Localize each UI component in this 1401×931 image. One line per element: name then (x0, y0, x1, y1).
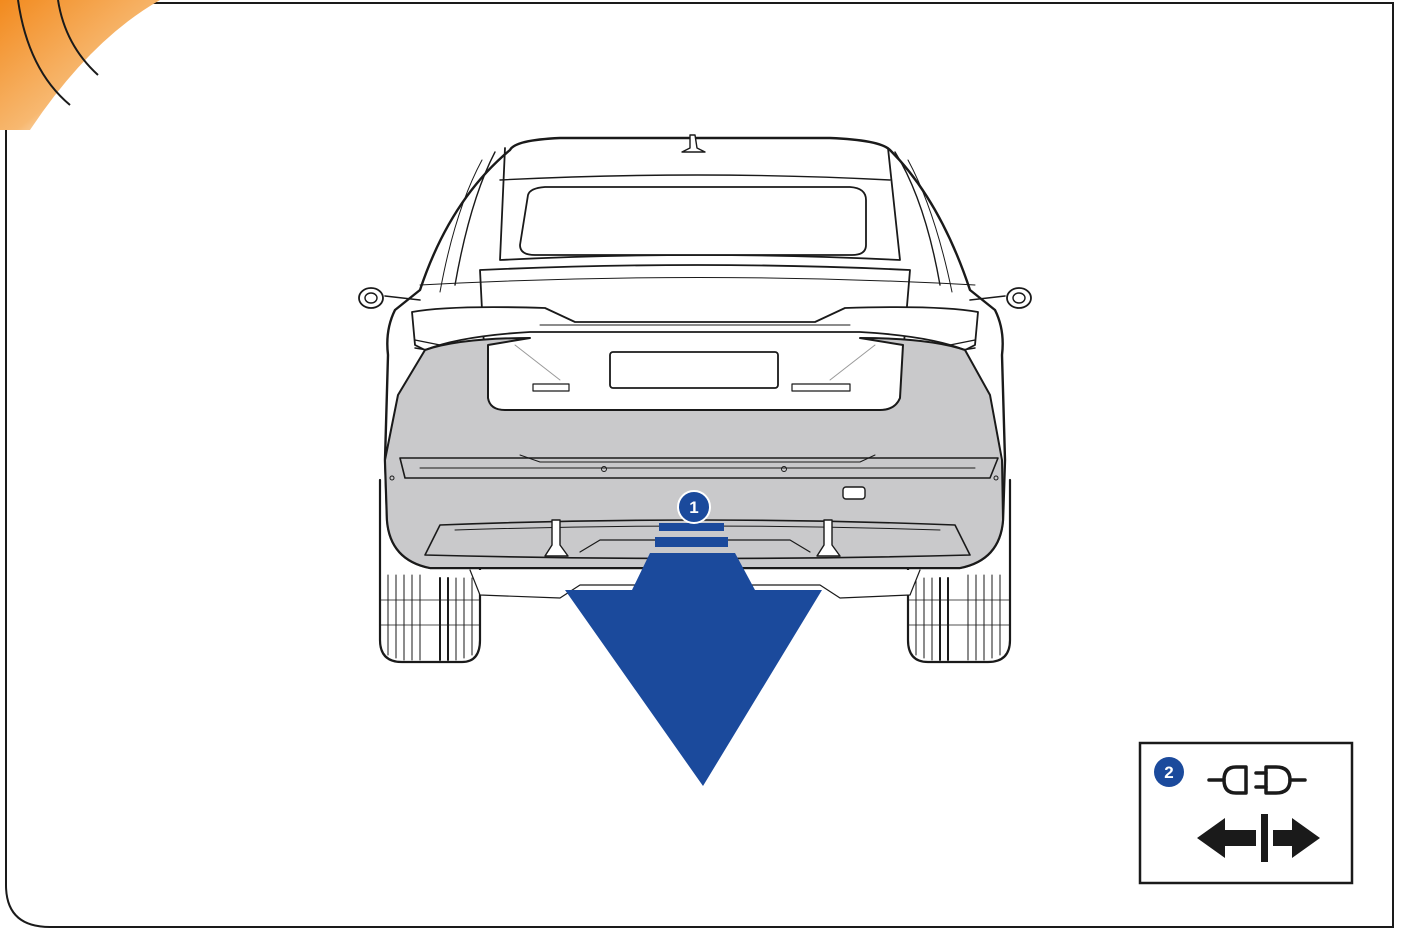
callout-1-label: 1 (689, 498, 698, 517)
rear-window (520, 187, 866, 255)
connector-legend-box: 2 (1140, 743, 1352, 883)
callout-2: 2 (1154, 757, 1184, 787)
corner-curve-arrow-icon (0, 0, 160, 130)
callout-1: 1 (678, 491, 710, 523)
callout-2-label: 2 (1164, 763, 1173, 782)
license-plate (610, 352, 778, 388)
